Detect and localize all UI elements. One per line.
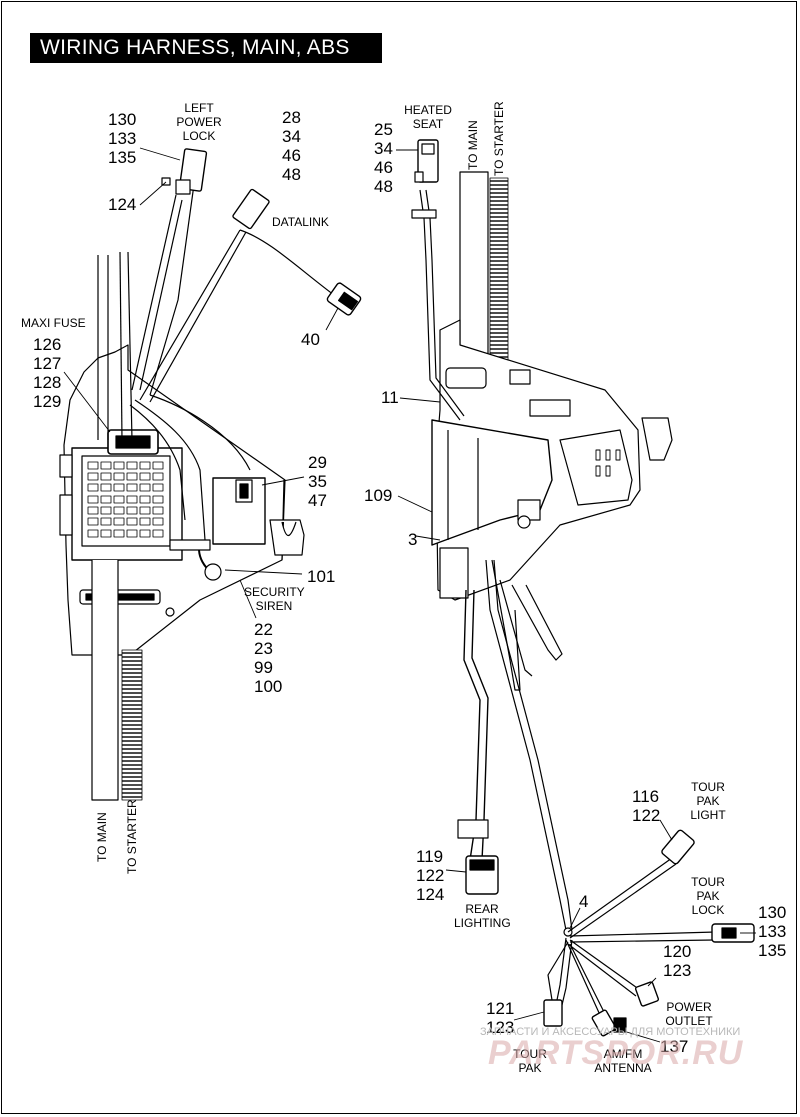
security-siren-label: SECURITY SIREN: [244, 585, 305, 613]
left-to-main-label: TO MAIN: [95, 812, 109, 862]
am-fm-antenna-connector: [591, 1009, 627, 1037]
tour-pak-lock-part-numbers: 130 133 135: [758, 903, 787, 960]
part-number-40: 40: [301, 330, 320, 349]
power-outlet-label: POWER OUTLET: [665, 1000, 713, 1028]
rear-lighting-part-numbers: 119 122 124: [416, 847, 445, 904]
tour-pak-label: TOUR PAK: [513, 1047, 547, 1075]
heated-seat-connector: [414, 139, 439, 183]
left-power-lock-part-numbers: 130 133 135: [108, 110, 137, 167]
datalink-plug: [326, 282, 362, 316]
tour-pak-connector: [543, 999, 563, 1027]
heated-seat-part-numbers: 25 34 46 48: [374, 120, 393, 196]
right-to-main-label: TO MAIN: [466, 120, 480, 170]
right-to-starter-label: TO STARTER: [492, 101, 506, 176]
power-outlet-part-numbers: 120 123: [663, 942, 692, 980]
left-to-starter-label: TO STARTER: [125, 799, 139, 874]
tour-pak-light-part-numbers: 116 122: [632, 787, 661, 825]
left-harness-view: [59, 147, 362, 801]
part-number-11: 11: [381, 388, 399, 407]
left-power-lock-label: LEFT POWER LOCK: [176, 101, 222, 143]
right-harness-view: [396, 139, 756, 1043]
fuse-box: [59, 447, 183, 561]
part-number-101: 101: [307, 567, 336, 586]
part-number-137: 137: [660, 1037, 689, 1056]
rear-lighting-label: REAR LIGHTING: [454, 902, 511, 930]
left-power-lock-connector: [161, 148, 208, 195]
power-outlet-connector: [634, 981, 660, 1007]
tour-pak-lock-label: TOUR PAK LOCK: [691, 875, 725, 917]
rear-lighting-connector: [465, 855, 499, 895]
relay-part-numbers: 29 35 47: [308, 453, 327, 510]
part-number-4: 4: [579, 892, 589, 911]
part-number-109: 109: [364, 486, 393, 505]
security-siren-part-numbers: 22 23 99 100: [254, 620, 283, 696]
left-bracket: [269, 519, 305, 556]
security-siren: [212, 477, 266, 545]
tour-pak-light-connector: [661, 829, 695, 865]
tour-pak-part-numbers: 121 123: [486, 999, 515, 1037]
datalink-part-numbers: 28 34 46 48: [282, 108, 301, 184]
maxi-fuse-part-numbers: 126 127 128 129: [33, 335, 62, 411]
page-title: WIRING HARNESS, MAIN, ABS: [30, 33, 382, 63]
datalink-connector: [232, 188, 270, 230]
heated-seat-label: HEATED SEAT: [404, 103, 452, 131]
tour-pak-light-label: TOUR PAK LIGHT: [690, 780, 726, 822]
maxi-fuse-label: MAXI FUSE: [21, 316, 86, 330]
watermark-subtitle: ЗАПЧАСТИ И АКСЕССУАРЫ ДЛЯ МОТОТЕХНИКИ: [480, 1026, 741, 1038]
watermark-logo: PARTSPOR.RU: [488, 1034, 744, 1072]
part-number-124: 124: [108, 195, 137, 214]
am-fm-antenna-label: AM/FM ANTENNA: [594, 1047, 652, 1075]
part-number-3: 3: [408, 530, 418, 549]
to-main-trunk: [91, 560, 119, 801]
datalink-label: DATALINK: [272, 215, 329, 229]
to-starter-conduit: [121, 649, 143, 801]
